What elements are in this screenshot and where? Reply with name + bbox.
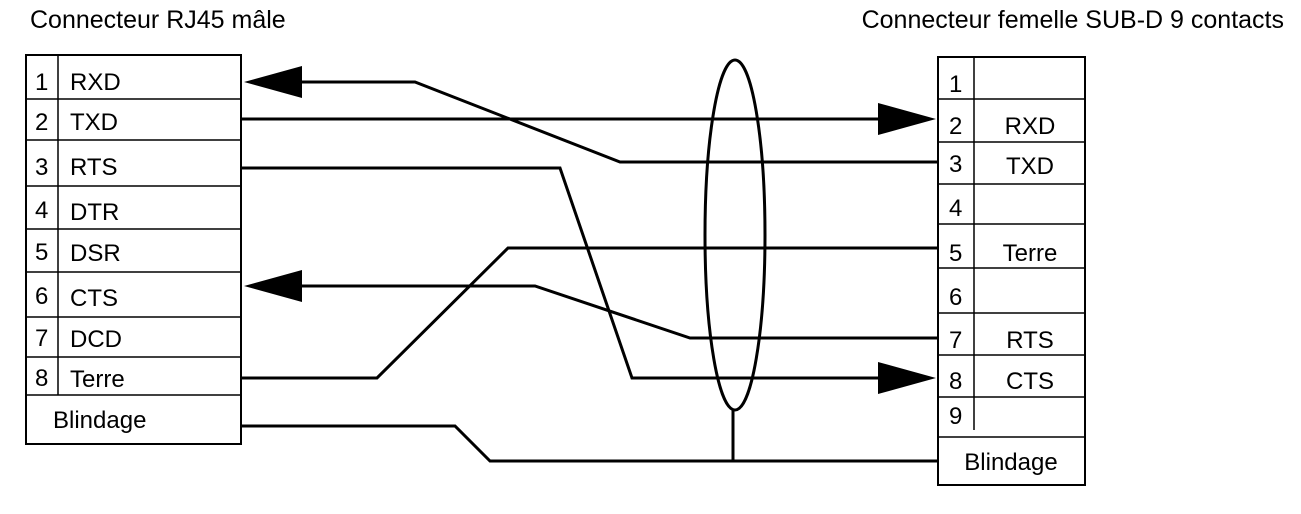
wires [241,58,938,463]
pin-name: RTS [70,154,118,181]
pin-number: 7 [35,325,48,352]
pin-name: TXD [70,109,118,136]
pin-name: CTS [70,285,118,312]
pin-number: 5 [949,240,962,267]
wire-rts-cts [241,166,880,380]
pin-name: TXD [1006,153,1054,180]
pin-number: 1 [949,71,962,98]
shield-label: Blindage [964,449,1057,476]
pin-name: Terre [70,366,125,393]
pin-number: 2 [949,113,962,140]
pin-name: DTR [70,199,119,226]
pin-number: 8 [35,365,48,392]
arrow-left-icon [244,66,302,98]
arrow-right-icon [878,362,936,394]
wire-cts-rts [300,284,938,340]
pin-number: 5 [35,239,48,266]
pin-number: 3 [35,154,48,181]
pin-name: CTS [1006,368,1054,395]
wire-shield [241,424,938,463]
pin-name: DSR [70,240,121,267]
shield-label: Blindage [53,407,146,434]
pin-number: 1 [35,69,48,96]
pin-number: 7 [949,327,962,354]
subd9-connector: 1 2 RXD 3 TXD 4 5 Terre 6 7 RTS 8 CTS 9 … [937,56,1086,486]
wire-rxd-txd [300,80,938,164]
pin-number: 6 [35,283,48,310]
pin-number: 3 [949,151,962,178]
pin-name: RXD [1005,113,1056,140]
pin-number: 8 [949,368,962,395]
pin-number: 2 [35,109,48,136]
pin-name: Terre [1003,240,1058,267]
rj45-connector: 1 RXD 2 TXD 3 RTS 4 DTR 5 DSR 6 CTS 7 DC… [25,54,242,445]
pin-number: 4 [35,197,48,224]
pin-number: 9 [949,403,962,430]
pin-number: 4 [949,195,962,222]
right-connector-title: Connecteur femelle SUB-D 9 contacts [862,6,1284,34]
left-connector-title: Connecteur RJ45 mâle [30,6,286,34]
wire-ground [241,246,938,380]
arrow-left-icon [244,270,302,302]
pin-name: RXD [70,69,121,96]
pin-name: DCD [70,326,122,353]
arrow-right-icon [878,103,936,135]
cable-shield-ellipse [703,58,767,412]
pin-name: RTS [1006,327,1054,354]
pin-number: 6 [949,284,962,311]
